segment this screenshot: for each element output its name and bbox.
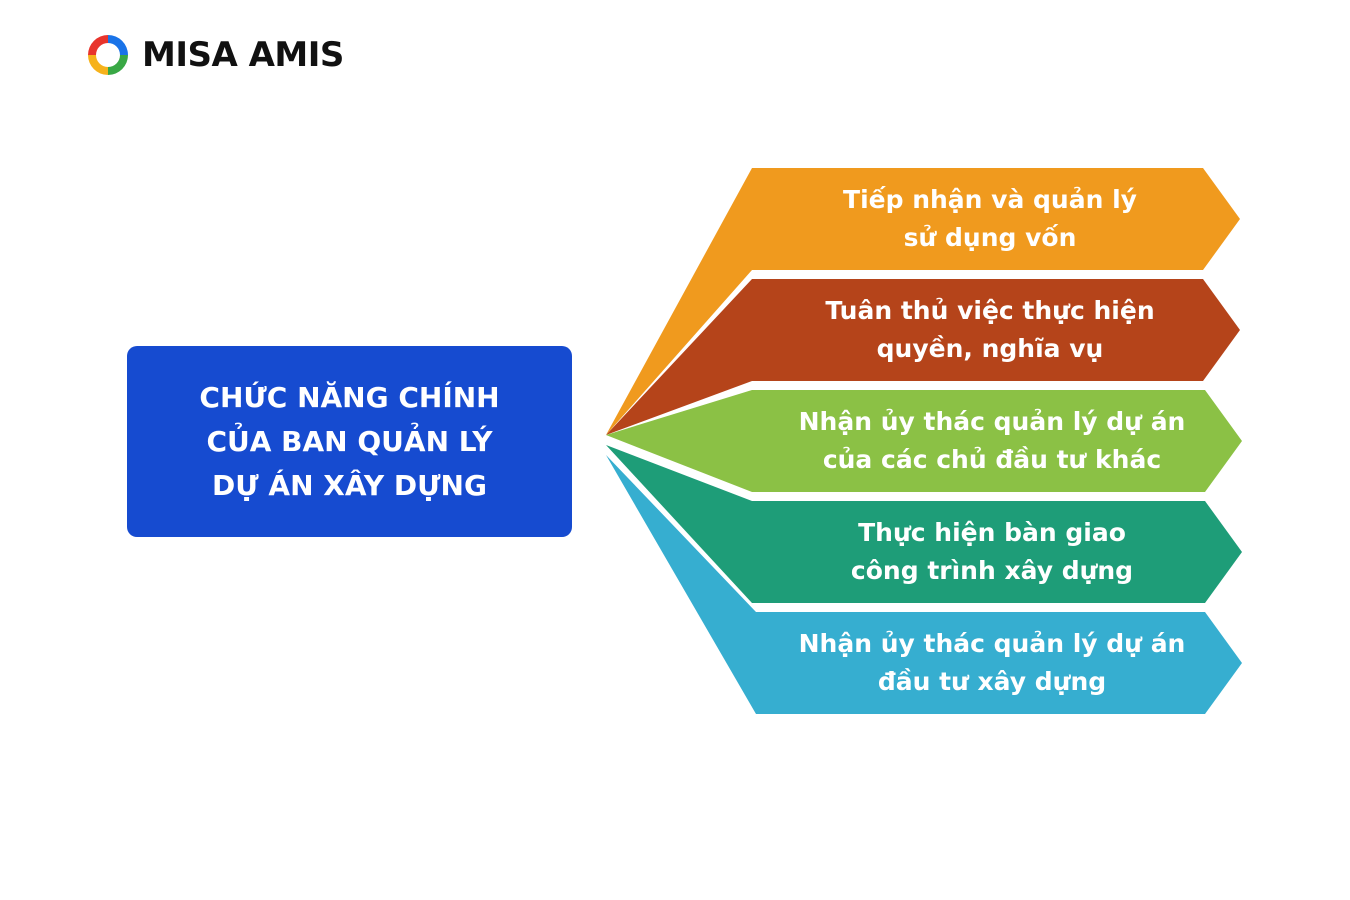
central-topic-line: CỦA BAN QUẢN LÝ: [206, 424, 493, 458]
central-topic-line: CHỨC NĂNG CHÍNH: [199, 380, 500, 414]
central-topic-line: DỰ ÁN XÂY DỰNG: [212, 468, 487, 502]
connector-wedge-3: [606, 390, 752, 492]
misa-amis-ring-icon: [88, 35, 128, 75]
logo-arc-blue: [108, 35, 128, 55]
connector-wedge-4: [606, 445, 752, 603]
function-item-1-text: Tiếp nhận và quản lý sử dụng vốn: [770, 168, 1210, 270]
function-item-line: Tiếp nhận và quản lý: [843, 185, 1137, 214]
function-item-1-banner: [752, 168, 1240, 270]
function-item-5-text: Nhận ủy thác quản lý dự án đầu tư xây dự…: [772, 612, 1212, 714]
logo-arc-red: [88, 35, 108, 55]
function-item-line: Nhận ủy thác quản lý dự án: [798, 407, 1186, 436]
function-item-line: đầu tư xây dựng: [877, 667, 1107, 696]
function-item-2-banner: [752, 279, 1240, 381]
function-item-line: Thực hiện bàn giao: [858, 518, 1126, 547]
function-item-line: của các chủ đầu tư khác: [822, 445, 1162, 474]
brand-name: MISA AMIS: [142, 35, 344, 75]
function-item-line: Nhận ủy thác quản lý dự án: [798, 629, 1186, 658]
function-item-line: sử dụng vốn: [903, 223, 1077, 252]
function-item-3-text: Nhận ủy thác quản lý dự án của các chủ đ…: [772, 390, 1212, 492]
function-item-line: Tuân thủ việc thực hiện: [825, 296, 1155, 325]
connector-wedge-1: [606, 168, 752, 435]
brand-header: MISA AMIS: [84, 31, 344, 79]
function-item-line: quyền, nghĩa vụ: [876, 334, 1104, 363]
connector-wedge-5: [606, 455, 756, 714]
function-item-2-text: Tuân thủ việc thực hiện quyền, nghĩa vụ: [770, 279, 1210, 381]
function-item-4-text: Thực hiện bàn giao công trình xây dựng: [772, 501, 1212, 603]
logo-arc-yellow: [88, 55, 108, 75]
central-topic-box: CHỨC NĂNG CHÍNH CỦA BAN QUẢN LÝ DỰ ÁN XÂ…: [127, 346, 572, 537]
function-item-4-banner: [752, 501, 1242, 603]
function-item-3-banner: [752, 390, 1242, 492]
logo-arc-green: [108, 55, 128, 75]
function-item-5-banner: [756, 612, 1242, 714]
function-item-line: công trình xây dựng: [850, 556, 1134, 585]
connector-wedge-2: [606, 279, 752, 435]
